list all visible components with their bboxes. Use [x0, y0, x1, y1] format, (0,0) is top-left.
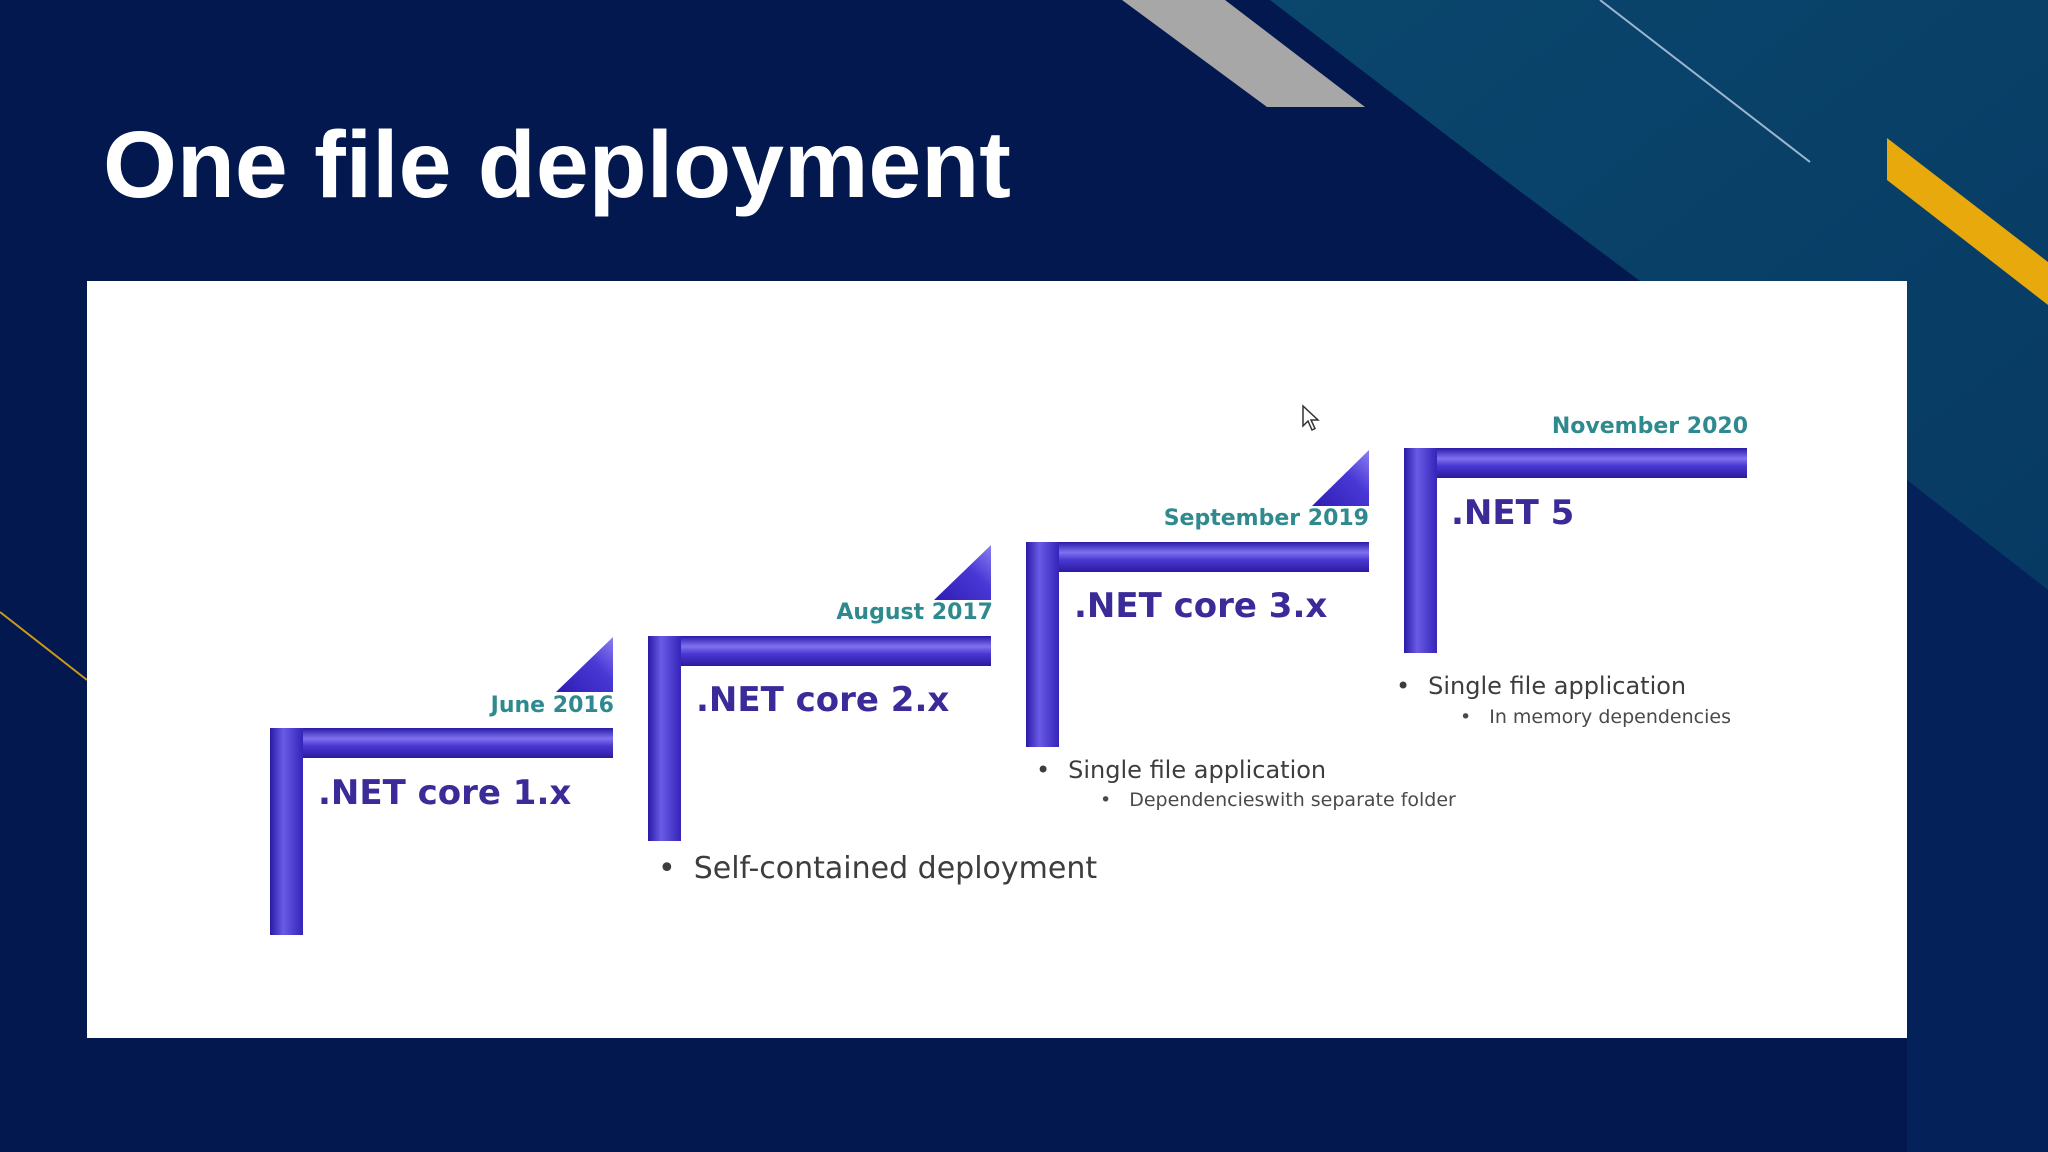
step-3-sub-bullet: • Dependencieswith separate folder [1100, 789, 1456, 811]
bullet-dot: • [1460, 706, 1472, 728]
step-3-horizontal-bar [1026, 542, 1369, 572]
step-2-horizontal-bar [648, 636, 991, 666]
bullet-dot: • [658, 851, 676, 886]
bullet-dot: • [1396, 672, 1411, 700]
step-3-triangle [1312, 450, 1369, 506]
content-panel [87, 281, 1907, 1038]
step-4-bullet: • Single file application [1396, 672, 1686, 700]
step-3-sub-bullet-text: Dependencieswith separate folder [1129, 789, 1456, 811]
step-2-triangle [934, 545, 991, 600]
step-3-vertical-bar [1026, 542, 1059, 747]
gray-stripe [1122, 0, 1365, 107]
step-1-label: .NET core 1.x [318, 773, 572, 813]
step-3-bullet-text: Single file application [1068, 756, 1327, 784]
step-3-bracket [1026, 450, 1369, 747]
step-4-date: November 2020 [1551, 414, 1748, 439]
step-4-bullet-text: Single file application [1428, 672, 1687, 700]
step-4-sub-bullet: • In memory dependencies [1460, 706, 1731, 728]
step-1-triangle [556, 637, 613, 692]
step-2-label: .NET core 2.x [696, 680, 950, 720]
step-3-label: .NET core 3.x [1074, 586, 1328, 626]
step-4-bracket [1404, 448, 1747, 653]
step-2-date: August 2017 [836, 600, 993, 625]
slide-title: One file deployment [103, 112, 1011, 218]
step-1-horizontal-bar [270, 728, 613, 758]
step-4-horizontal-bar [1404, 448, 1747, 478]
bullet-dot: • [1100, 789, 1112, 811]
gold-stripe [1887, 138, 2048, 305]
thin-line [1599, 0, 1811, 163]
step-2-bullet-text: Self-contained deployment [693, 851, 1098, 886]
step-1-bracket [270, 637, 613, 935]
step-4-vertical-bar [1404, 448, 1437, 653]
bullet-dot: • [1036, 756, 1051, 784]
step-1-date: June 2016 [490, 693, 614, 718]
step-3-bullet: • Single file application [1036, 756, 1326, 784]
step-2-vertical-bar [648, 636, 681, 841]
step-2-bracket [648, 545, 991, 841]
thin-gold-line [0, 611, 88, 681]
mouse-pointer-icon [1302, 404, 1320, 432]
step-2-bullet: • Self-contained deployment [658, 851, 1097, 886]
dark-stripe [1907, 480, 2048, 1152]
step-3-date: September 2019 [1163, 506, 1369, 531]
step-4-sub-bullet-text: In memory dependencies [1489, 706, 1731, 728]
step-4-label: .NET 5 [1451, 493, 1575, 533]
step-1-vertical-bar [270, 728, 303, 935]
